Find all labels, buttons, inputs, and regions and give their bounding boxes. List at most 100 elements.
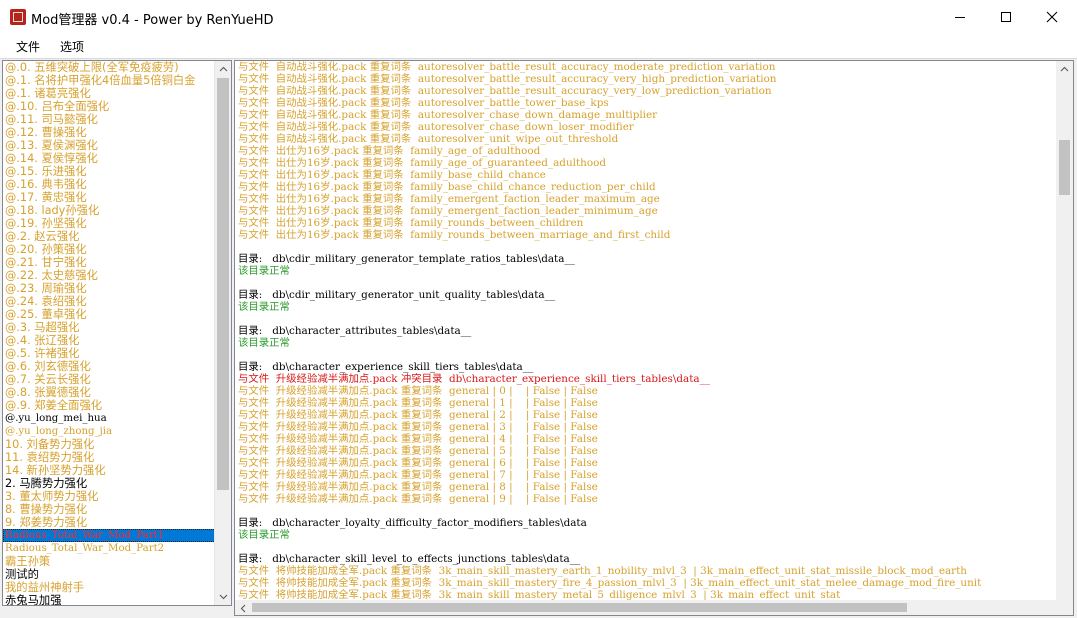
log-line: 与文件 自动战斗强化.pack 重复词条 autoresolver_unit_w…: [238, 133, 619, 145]
chevron-up-icon: [219, 66, 227, 72]
chevron-down-icon: [219, 594, 227, 600]
mod-list-item[interactable]: @.11. 司马懿强化: [5, 113, 98, 126]
log-line: 与文件 出仕为16岁.pack 重复词条 family_rounds_betwe…: [238, 229, 671, 241]
mod-list-item[interactable]: @.20. 孙策强化: [5, 243, 87, 256]
mod-list-item[interactable]: @.2. 赵云强化: [5, 230, 80, 243]
log-line: 与文件 自动战斗强化.pack 重复词条 autoresolver_battle…: [238, 73, 777, 85]
maximize-icon: [1001, 12, 1011, 22]
mod-list-scrollbar[interactable]: [214, 61, 231, 605]
mod-list-item[interactable]: @.22. 太史慈强化: [5, 269, 98, 282]
mod-list-item[interactable]: @.10. 吕布全面强化: [5, 100, 110, 113]
log-vertical-scroll-thumb[interactable]: [1059, 140, 1070, 195]
mod-list-item[interactable]: @.15. 乐进强化: [5, 165, 87, 178]
log-line: 目录: db\character_skill_level_to_effects_…: [238, 553, 581, 565]
mod-list-item[interactable]: 2. 马腾势力强化: [5, 477, 88, 490]
mod-list-item[interactable]: 11. 袁绍势力强化: [5, 451, 95, 464]
mod-list-panel[interactable]: @.0. 五维突破上限(全军免疫疲劳)@.1. 名将护甲强化4倍血量5倍铜白金@…: [2, 60, 232, 606]
log-line: 与文件 升级经验减半满加点.pack 重复词条 general | 4 | | …: [238, 433, 598, 445]
mod-list-item[interactable]: @.12. 曹操强化: [5, 126, 87, 139]
log-line: 该目录正常: [238, 337, 290, 349]
log-line: 与文件 升级经验减半满加点.pack 重复词条 general | 1 | | …: [238, 397, 598, 409]
mod-list-item[interactable]: 赤兔马加强: [5, 594, 62, 606]
close-icon: [1046, 11, 1058, 23]
log-line: 与文件 将帅技能加成全军.pack 重复词条 3k_main_skill_mas…: [238, 565, 967, 577]
mod-list-item[interactable]: @.13. 夏侯渊强化: [5, 139, 98, 152]
window-title: Mod管理器 v0.4 - Power by RenYueHD: [31, 13, 274, 28]
app-icon: [10, 9, 26, 25]
mod-list-item[interactable]: Radious_Total_War_Mod_Part2: [5, 543, 165, 554]
log-blank-line: [238, 349, 1056, 361]
log-line: 目录: db\cdir_military_generator_template_…: [238, 253, 575, 265]
log-scroll-left-button[interactable]: [235, 600, 251, 615]
mod-list-item[interactable]: @.24. 袁绍强化: [5, 295, 87, 308]
log-line: 目录: db\character_attributes_tables\data_…: [238, 325, 472, 337]
mod-list-item[interactable]: 8. 曹操势力强化: [5, 503, 88, 516]
menu-file[interactable]: 文件: [16, 40, 41, 54]
mod-list-item[interactable]: @.6. 刘玄德强化: [5, 360, 91, 373]
log-line: 目录: db\character_loyalty_difficulty_fact…: [238, 517, 587, 529]
mod-list-item[interactable]: 测试的: [5, 568, 39, 581]
mod-list-scroll-thumb[interactable]: [217, 78, 229, 490]
mod-list-item[interactable]: @.3. 马超强化: [5, 321, 80, 334]
log-line: 目录: db\cdir_military_generator_unit_qual…: [238, 289, 556, 301]
mod-list-item[interactable]: @.5. 许褚强化: [5, 347, 80, 360]
log-line: 与文件 升级经验减半满加点.pack 重复词条 general | 2 | | …: [238, 409, 598, 421]
mod-list-item[interactable]: @.8. 张翼德强化: [5, 386, 91, 399]
log-line: 与文件 升级经验减半满加点.pack 冲突目录 db\character_exp…: [238, 373, 710, 385]
menu-bar: 文件 选项: [0, 34, 1077, 59]
mod-list-item[interactable]: @.7. 关云长强化: [5, 373, 91, 386]
scroll-down-button[interactable]: [215, 589, 231, 605]
log-horizontal-scroll-thumb[interactable]: [252, 603, 907, 612]
title-bar[interactable]: Mod管理器 v0.4 - Power by RenYueHD: [0, 0, 1077, 34]
menu-options[interactable]: 选项: [60, 40, 85, 54]
mod-list-item[interactable]: @.yu_long_mei_hua: [5, 413, 107, 424]
close-button[interactable]: [1029, 0, 1075, 34]
log-line: 与文件 将帅技能加成全军.pack 重复词条 3k_main_skill_mas…: [238, 577, 982, 589]
log-line: 与文件 出仕为16岁.pack 重复词条 family_age_of_guara…: [238, 157, 606, 169]
log-blank-line: [238, 241, 1056, 253]
log-line: 与文件 升级经验减半满加点.pack 重复词条 general | 9 | | …: [238, 493, 598, 505]
mod-list-item[interactable]: 14. 新孙坚势力强化: [5, 464, 106, 477]
mod-list-item[interactable]: @.4. 张辽强化: [5, 334, 80, 347]
mod-list-item[interactable]: 3. 董太师势力强化: [5, 490, 99, 503]
mod-list-item[interactable]: @.9. 郑姜全面强化: [5, 399, 103, 412]
mod-list-item[interactable]: @.16. 典韦强化: [5, 178, 87, 191]
mod-list-item[interactable]: @.1. 诸葛亮强化: [5, 87, 91, 100]
mod-list-item[interactable]: @.14. 夏侯惇强化: [5, 152, 98, 165]
scroll-up-button[interactable]: [215, 61, 231, 77]
log-blank-line: [238, 505, 1056, 517]
mod-list-item[interactable]: 霸王孙策: [5, 555, 51, 568]
mod-list-item-selected[interactable]: Radious_Total_War_Mod_Part1: [3, 529, 216, 542]
mod-list-item[interactable]: @.1. 名将护甲强化4倍血量5倍铜白金: [5, 74, 196, 87]
mod-list-item[interactable]: 9. 郑姜势力强化: [5, 516, 88, 529]
log-panel[interactable]: 与文件 自动战斗强化.pack 重复词条 autoresolver_battle…: [234, 60, 1074, 616]
mod-list-item[interactable]: @.18. lady孙强化: [5, 204, 100, 217]
mod-list-item[interactable]: @.23. 周瑜强化: [5, 282, 87, 295]
log-line: 目录: db\character_experience_skill_tiers_…: [238, 361, 534, 373]
log-line: 与文件 出仕为16岁.pack 重复词条 family_emergent_fac…: [238, 193, 660, 205]
log-line: 与文件 升级经验减半满加点.pack 重复词条 general | 5 | | …: [238, 445, 598, 457]
minimize-button[interactable]: [937, 0, 983, 34]
mod-list-item[interactable]: 我的益州神射手: [5, 581, 85, 594]
log-blank-line: [238, 313, 1056, 325]
mod-list-item[interactable]: @.yu_long_zhong_jia: [5, 426, 113, 437]
log-blank-line: [238, 541, 1056, 553]
log-horizontal-scrollbar[interactable]: [235, 600, 1056, 615]
log-vertical-scrollbar[interactable]: [1056, 61, 1073, 601]
mod-list-item[interactable]: @.19. 孙坚强化: [5, 217, 87, 230]
mod-list-item[interactable]: @.21. 甘宁强化: [5, 256, 87, 269]
log-scroll-up-button[interactable]: [1056, 61, 1072, 77]
mod-list-item[interactable]: 10. 刘备势力强化: [5, 438, 95, 451]
maximize-button[interactable]: [983, 0, 1029, 34]
log-line: 该目录正常: [238, 265, 290, 277]
mod-list-item[interactable]: @.17. 黄忠强化: [5, 191, 87, 204]
log-output[interactable]: 与文件 自动战斗强化.pack 重复词条 autoresolver_battle…: [238, 61, 1056, 601]
mod-list-item[interactable]: @.0. 五维突破上限(全军免疫疲劳): [5, 61, 179, 74]
mod-list[interactable]: @.0. 五维突破上限(全军免疫疲劳)@.1. 名将护甲强化4倍血量5倍铜白金@…: [3, 61, 216, 606]
mod-list-item[interactable]: @.25. 董卓强化: [5, 308, 87, 321]
log-line: 该目录正常: [238, 301, 290, 313]
log-line: 与文件 出仕为16岁.pack 重复词条 family_base_child_c…: [238, 181, 656, 193]
log-line: 与文件 出仕为16岁.pack 重复词条 family_rounds_betwe…: [238, 217, 584, 229]
scroll-corner: [1056, 600, 1073, 615]
log-line: 与文件 自动战斗强化.pack 重复词条 autoresolver_battle…: [238, 85, 772, 97]
